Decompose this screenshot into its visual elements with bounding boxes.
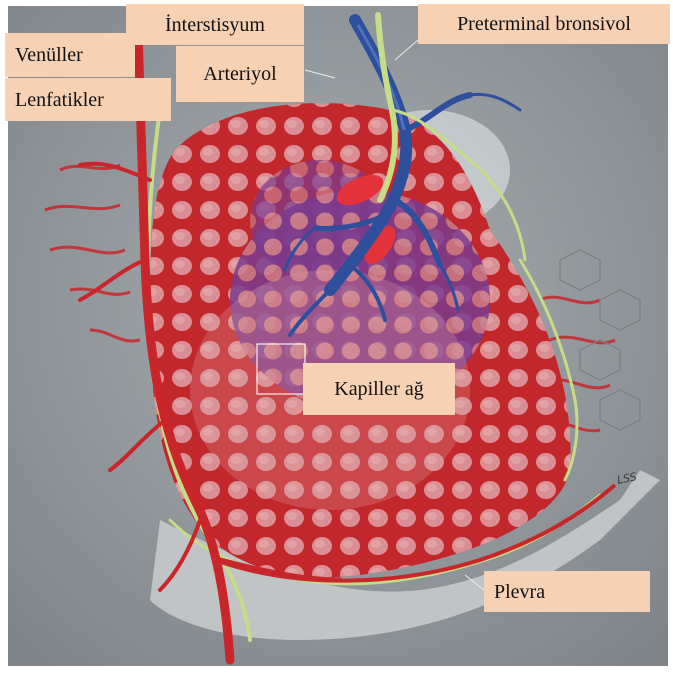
label-venuller: Venüller (5, 33, 135, 77)
label-preterminal-bronsivol: Preterminal bronsivol (418, 4, 670, 44)
label-arteriyol: Arteriyol (176, 46, 304, 102)
label-lenfatikler: Lenfatikler (5, 78, 171, 121)
label-kapiller-ag: Kapiller ağ (303, 363, 455, 415)
label-interstisyum: İnterstisyum (126, 4, 304, 45)
label-plevra: Plevra (484, 571, 650, 612)
